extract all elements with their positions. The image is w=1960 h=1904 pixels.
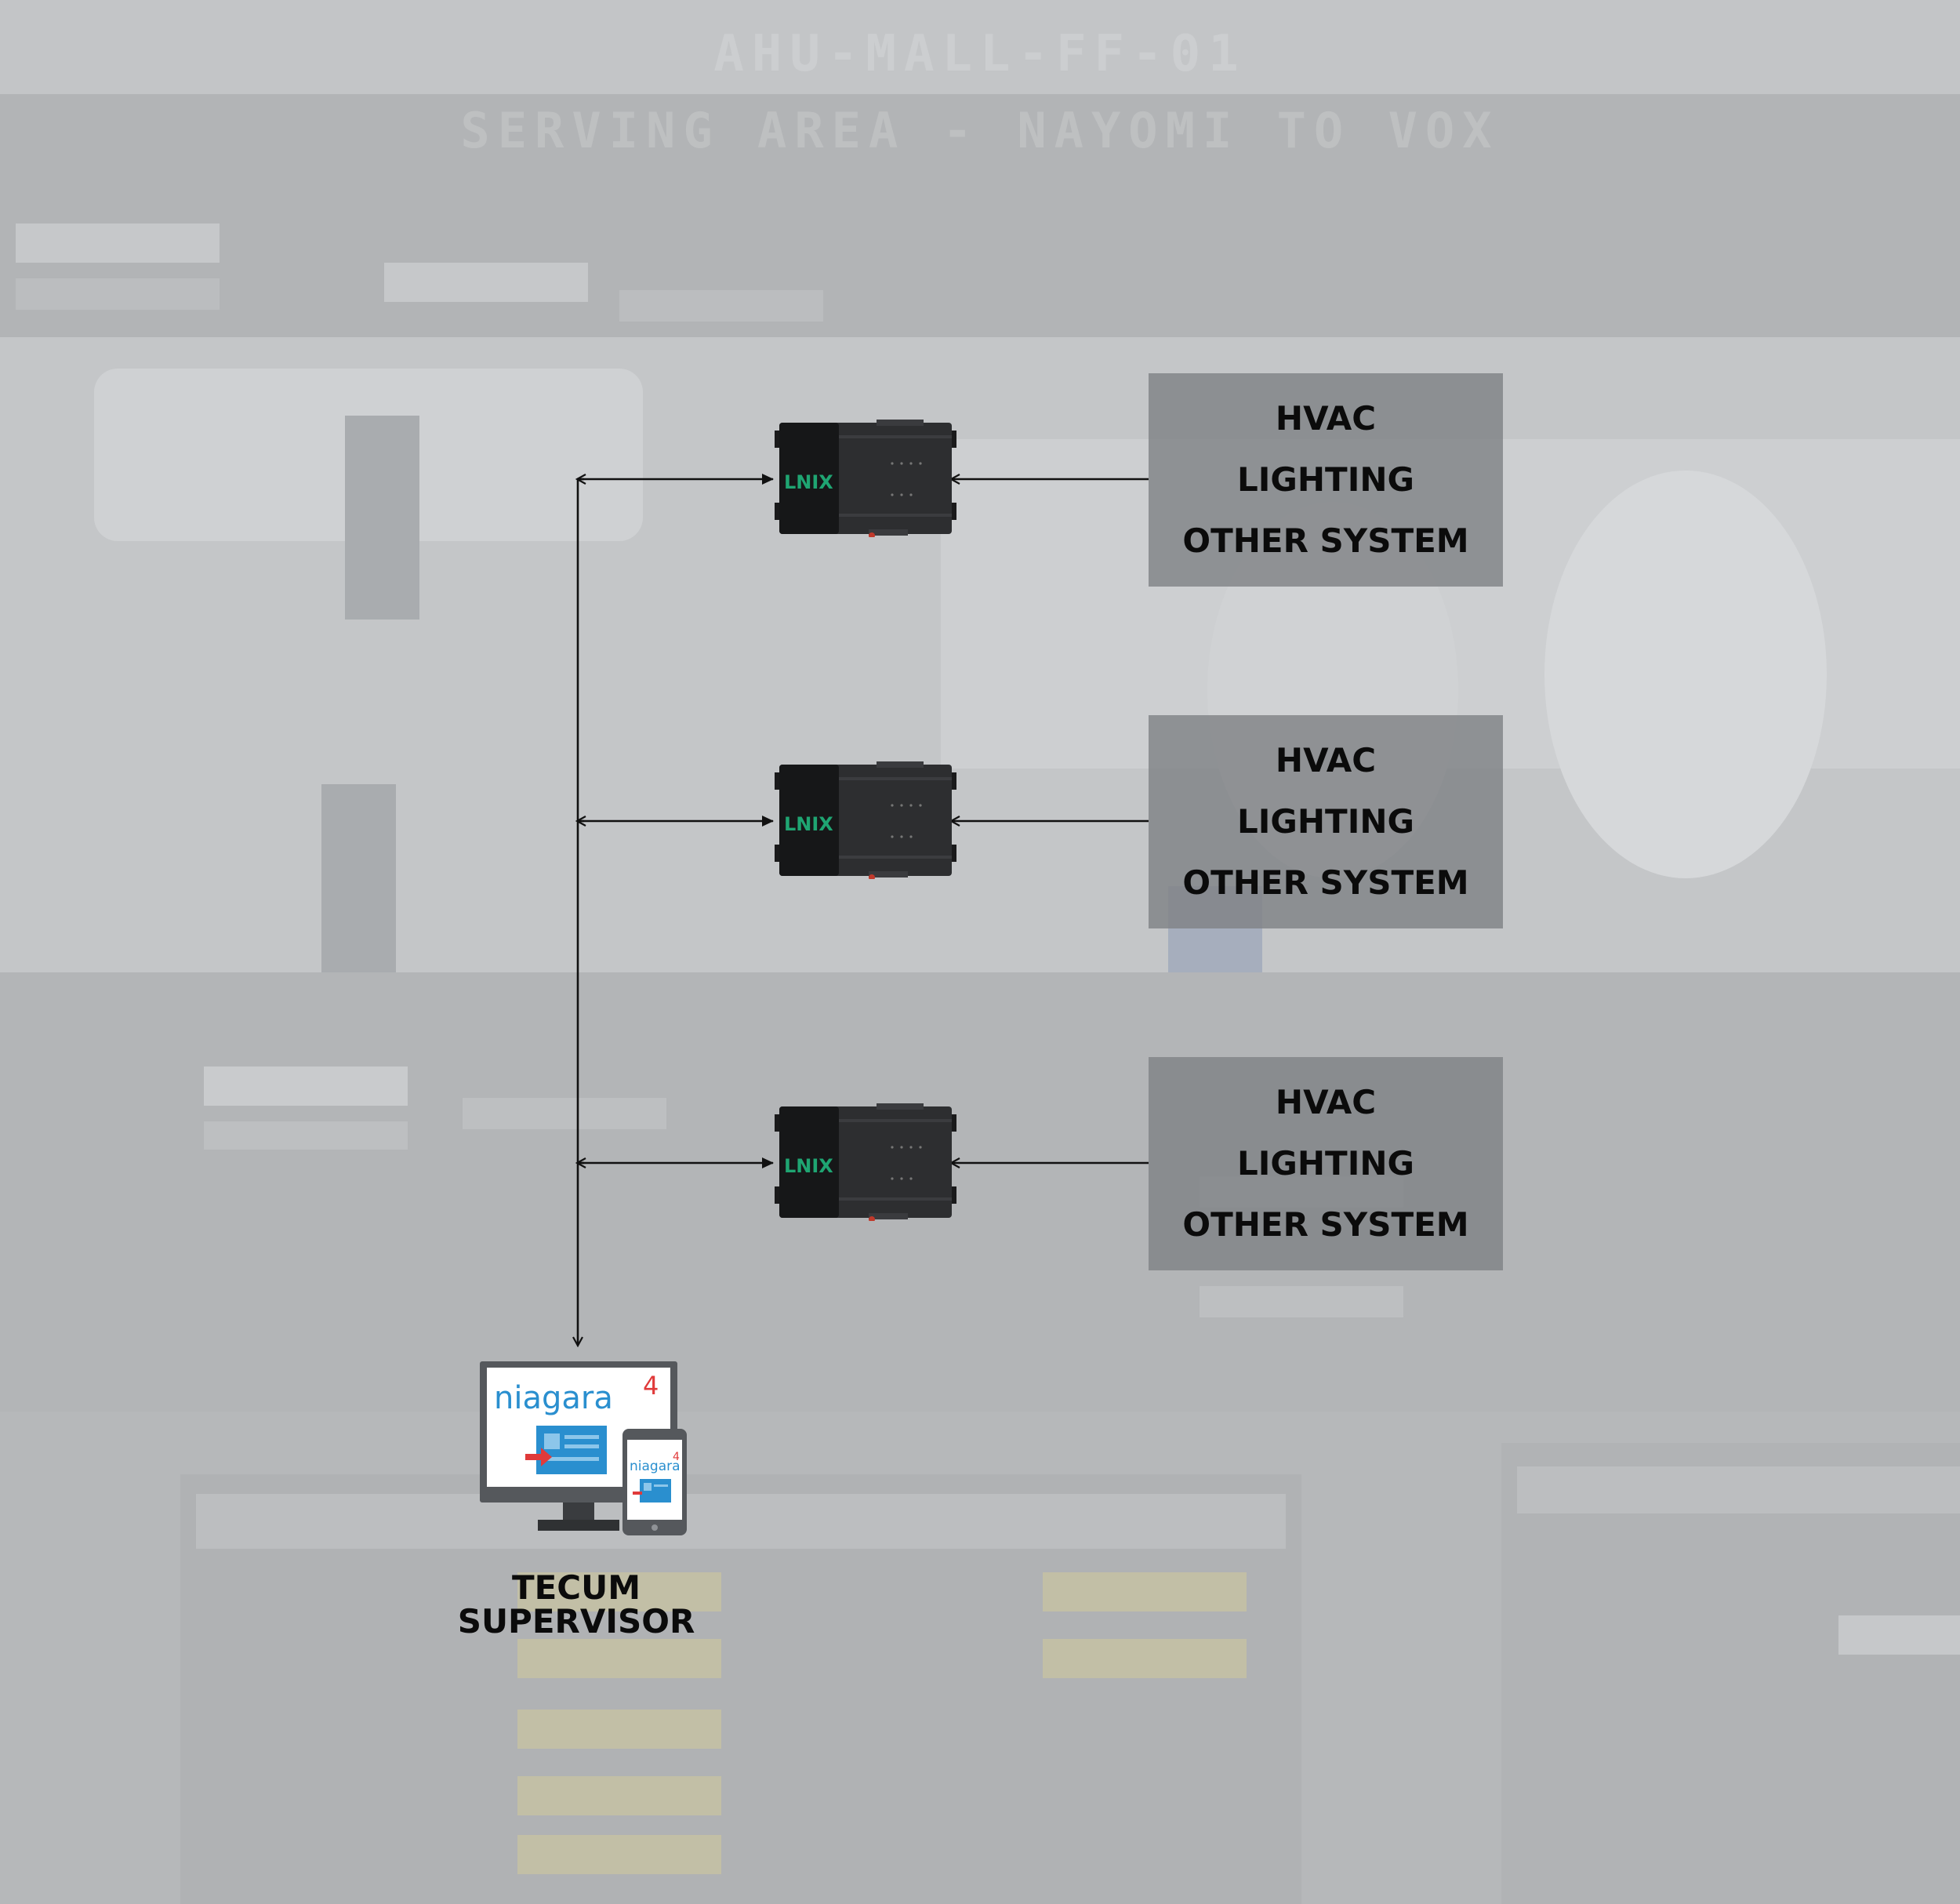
system-label-hvac: HVAC	[1276, 1072, 1376, 1133]
controller-brand: LNIX	[784, 471, 833, 493]
system-label-lighting: LIGHTING	[1237, 449, 1414, 511]
system-label-hvac: HVAC	[1276, 388, 1376, 449]
system-label-hvac: HVAC	[1276, 730, 1376, 791]
lnix-controller-1: LNIX	[775, 420, 956, 537]
system-label-other: OTHER SYSTEM	[1182, 1194, 1468, 1255]
supervisor-label-line1: TECUM	[439, 1571, 713, 1604]
system-group-3: HVAC LIGHTING OTHER SYSTEM	[1149, 1057, 1503, 1270]
system-label-lighting: LIGHTING	[1237, 1133, 1414, 1194]
system-label-lighting: LIGHTING	[1237, 791, 1414, 852]
lnix-controller-2: LNIX	[775, 761, 956, 879]
niagara-version: 4	[643, 1371, 659, 1401]
system-label-other: OTHER SYSTEM	[1182, 511, 1468, 572]
system-group-2: HVAC LIGHTING OTHER SYSTEM	[1149, 715, 1503, 928]
controller-brand: LNIX	[784, 813, 833, 835]
id-card-icon	[536, 1426, 607, 1474]
system-label-other: OTHER SYSTEM	[1182, 852, 1468, 914]
system-group-1: HVAC LIGHTING OTHER SYSTEM	[1149, 373, 1503, 587]
controller-brand: LNIX	[784, 1155, 833, 1177]
lnix-controller-3: LNIX	[775, 1103, 956, 1221]
supervisor-label-line2: SUPERVISOR	[439, 1604, 713, 1638]
tablet-niagara-version: 4	[673, 1451, 680, 1463]
supervisor-workstation: niagara 4 niagara 4	[475, 1357, 695, 1545]
supervisor-label: TECUM SUPERVISOR	[439, 1571, 713, 1638]
niagara-logo: niagara	[494, 1380, 613, 1416]
